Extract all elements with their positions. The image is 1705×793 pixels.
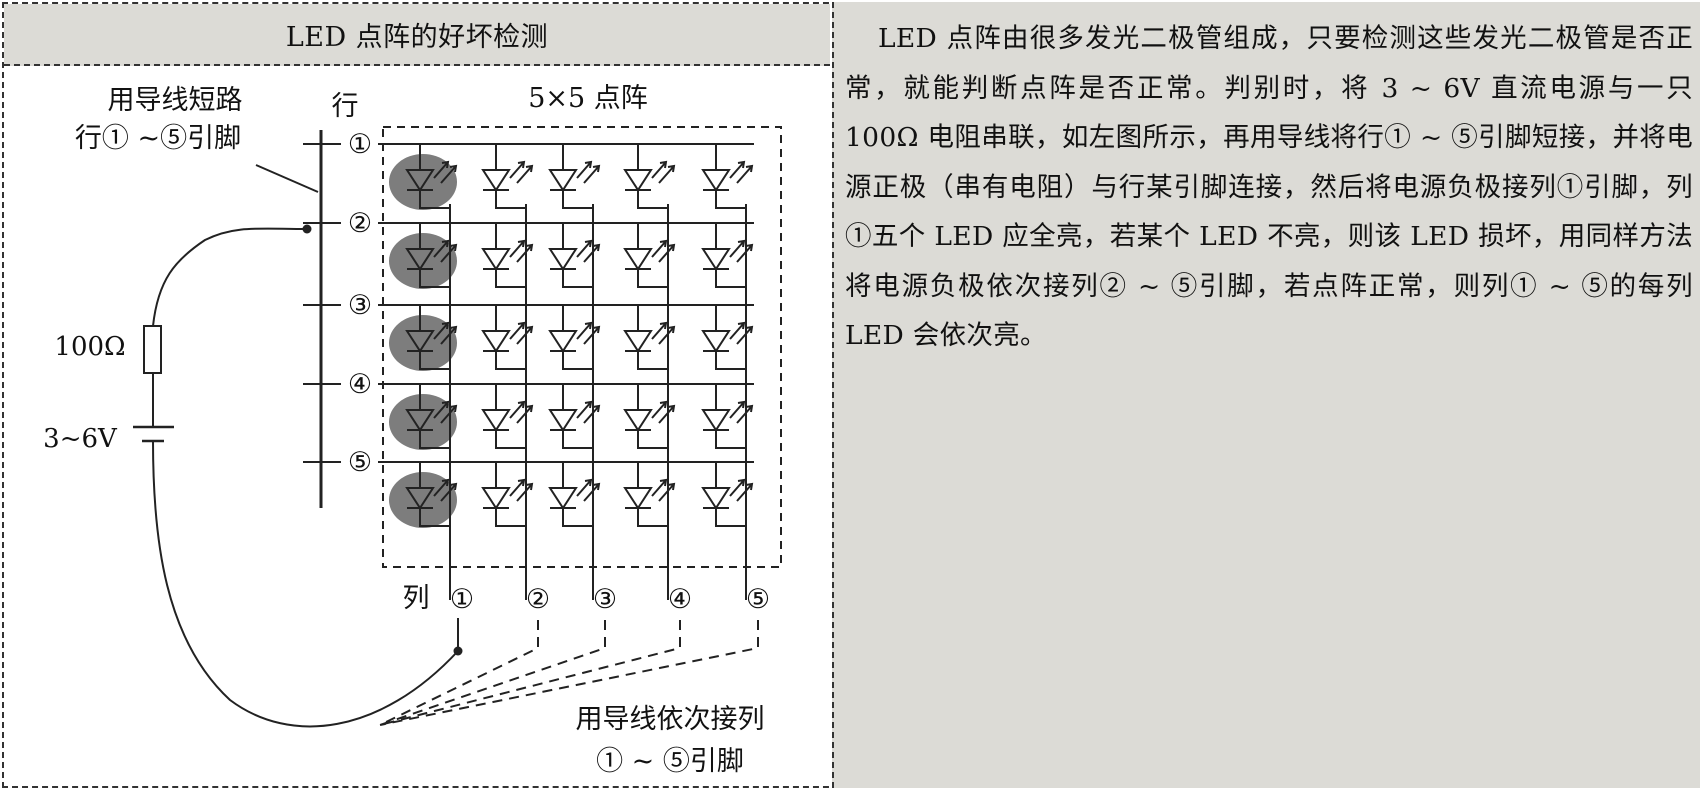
led-matrix-diagram: 用导线短路 行① ~⑤引脚 行 5×5 点阵 ① ② ③ ④ ⑤ 列 ① ② ③ ④ ⑤ 100… <box>43 83 782 777</box>
column-pin-label: ⑤ <box>746 584 770 615</box>
negative-wire <box>152 440 459 728</box>
row-pin-labels: ① ② ③ ④ ⑤ <box>348 129 372 478</box>
led <box>548 462 601 527</box>
cols-note-label-2: ① ~ ⑤引脚 <box>596 746 744 777</box>
col-axis-label: 列 <box>403 583 430 614</box>
dashed-column-lead <box>379 620 759 726</box>
led <box>548 384 601 449</box>
alternate-column-leads <box>379 620 759 726</box>
led <box>623 384 676 449</box>
matrix-boundary <box>382 126 782 568</box>
lit-led-highlights <box>389 154 457 528</box>
led-symbols <box>405 144 754 527</box>
led <box>405 384 458 449</box>
column-pin-label: ① <box>450 584 474 615</box>
row-pin-label: ③ <box>348 290 372 321</box>
short-rows-label-2: 行① ~⑤引脚 <box>75 123 241 154</box>
led <box>405 144 458 209</box>
led <box>701 305 754 370</box>
column-pin-label: ④ <box>668 584 692 615</box>
short-pointer-line <box>255 164 319 193</box>
cols-note-label-1: 用导线依次接列 <box>576 704 765 735</box>
lit-led-glow <box>389 315 457 371</box>
matrix-wiring <box>303 143 754 651</box>
row-axis-label: 行 <box>332 91 359 122</box>
column-junction-dot <box>453 646 463 656</box>
dashed-column-lead <box>379 620 681 726</box>
led <box>481 223 534 288</box>
lit-led-glow <box>389 233 457 289</box>
row-pin-label: ② <box>348 208 372 239</box>
led <box>548 305 601 370</box>
row-junction-dot <box>302 224 312 234</box>
header-title: LED 点阵的好坏检测 <box>285 21 549 53</box>
matrix-title: 5×5 点阵 <box>528 83 648 114</box>
resistor <box>143 325 162 374</box>
led <box>405 223 458 288</box>
lit-led-glow <box>389 394 457 450</box>
dashed-column-lead <box>379 620 606 726</box>
resistor-label: 100Ω <box>54 332 125 362</box>
led <box>481 144 534 209</box>
led <box>548 223 601 288</box>
led <box>701 144 754 209</box>
led <box>548 144 601 209</box>
led <box>701 223 754 288</box>
led <box>623 144 676 209</box>
battery-label: 3~6V <box>43 424 118 454</box>
led <box>481 305 534 370</box>
led <box>481 384 534 449</box>
short-rows-label-1: 用导线短路 <box>108 85 243 116</box>
lit-led-glow <box>389 472 457 528</box>
description-panel <box>832 2 1700 788</box>
column-pin-label: ③ <box>593 584 617 615</box>
led <box>701 384 754 449</box>
led <box>405 462 458 527</box>
column-pin-label: ② <box>526 584 550 615</box>
row-pin-label: ⑤ <box>348 447 372 478</box>
led <box>623 223 676 288</box>
diagram-header: LED 点阵的好坏检测 <box>4 4 830 66</box>
led <box>405 305 458 370</box>
row-pin-label: ④ <box>348 369 372 400</box>
led <box>623 462 676 527</box>
description-text: LED 点阵由很多发光二极管组成，只要检测这些发光二极管是否正常，就能判断点阵是… <box>845 23 1693 351</box>
led <box>623 305 676 370</box>
positive-wire <box>152 227 308 327</box>
lit-led-glow <box>389 154 457 210</box>
led <box>701 462 754 527</box>
dashed-column-lead <box>379 620 539 726</box>
row-pin-label: ① <box>348 129 372 160</box>
column-pin-labels: ① ② ③ ④ ⑤ <box>450 584 770 615</box>
led <box>481 462 534 527</box>
